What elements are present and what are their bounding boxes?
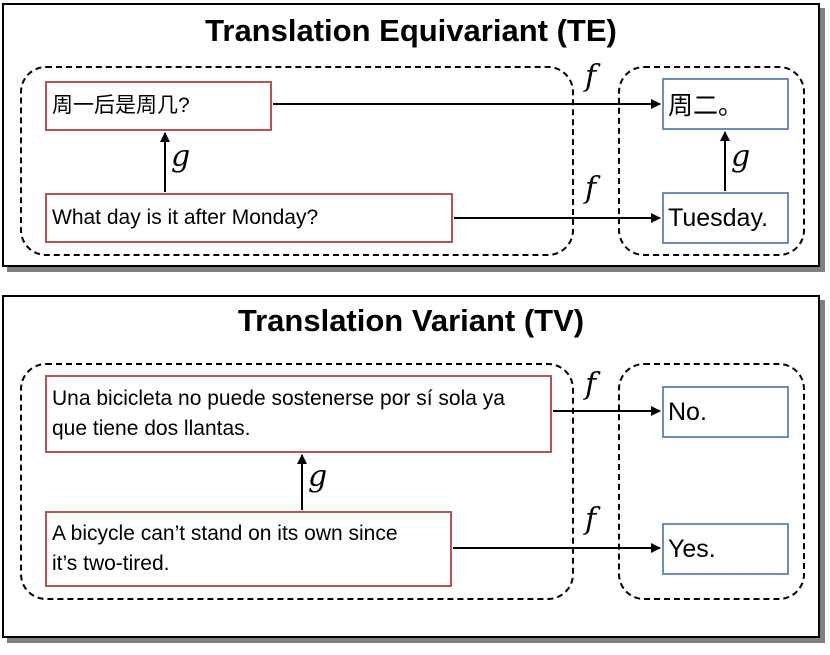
te-output-top-text: 周二。 [668,92,744,120]
tv-input-top-text: Una bicicleta no puede sostenerse por sí… [52,387,505,440]
te-f-label-bottom: f [585,171,597,206]
tv-title: Translation Variant (TV) [237,303,585,338]
tv-f-label-top: f [585,367,597,402]
te-input-top-box: 周一后是周几? [45,81,272,131]
te-g-label-output: g [731,139,751,174]
tv-f-label-bottom: f [585,502,597,537]
tv-output-top-text: No. [668,397,707,426]
te-output-bottom-text: Tuesday. [668,203,769,232]
tv-output-top-box: No. [662,386,789,438]
te-output-bottom-box: Tuesday. [662,192,789,244]
te-input-bottom-text: What day is it after Monday? [52,206,319,229]
te-output-group [618,66,805,256]
tv-input-bottom-box: A bicycle can’t stand on its own since i… [45,511,452,587]
tv-input-bottom-text: A bicycle can’t stand on its own since i… [52,522,398,575]
te-input-group [20,66,574,256]
te-title: Translation Equivariant (TE) [205,13,617,48]
te-output-top-box: 周二。 [662,78,789,130]
te-input-top-text: 周一后是周几? [52,94,190,117]
tv-output-bottom-box: Yes. [662,523,789,575]
tv-output-bottom-text: Yes. [668,534,716,563]
tv-input-group [20,363,574,600]
te-input-bottom-box: What day is it after Monday? [45,193,453,243]
tv-g-label-input: g [308,459,328,494]
tv-output-group [618,363,805,600]
te-f-label-top: f [585,59,597,94]
tv-input-top-box: Una bicicleta no puede sostenerse por sí… [45,375,552,453]
te-g-label-input: g [171,139,191,174]
